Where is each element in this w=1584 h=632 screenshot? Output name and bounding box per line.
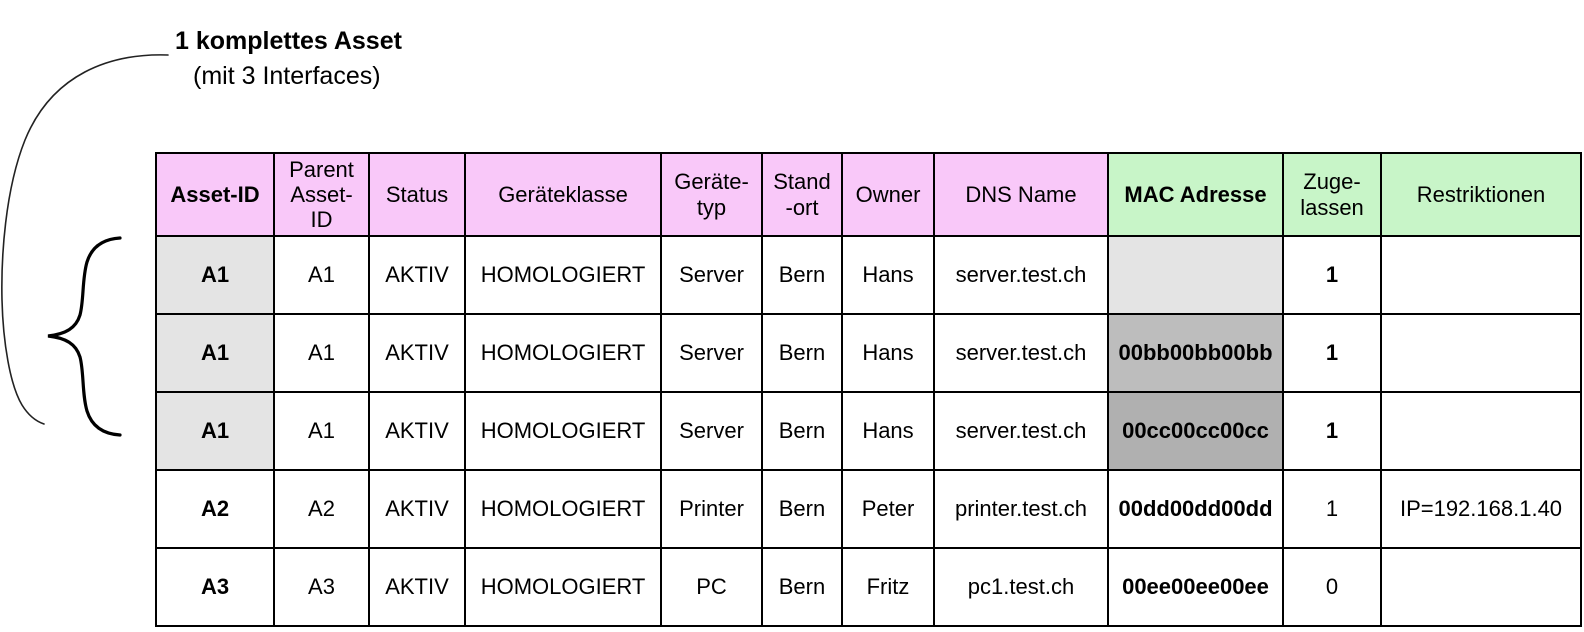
cell-asset_id[interactable]: A1 xyxy=(155,235,275,315)
cell-dns[interactable]: server.test.ch xyxy=(933,391,1109,471)
cell-mac[interactable]: 00cc00cc00cc xyxy=(1107,391,1284,471)
column-header-line: Status xyxy=(385,181,449,207)
cell-ort[interactable]: Bern xyxy=(761,391,843,471)
cell-restrikt[interactable] xyxy=(1380,235,1582,315)
column-header-mac[interactable]: MAC Adresse xyxy=(1107,152,1284,237)
cell-dns[interactable]: printer.test.ch xyxy=(933,469,1109,549)
cell-zugelassen[interactable]: 0 xyxy=(1282,547,1382,627)
column-header-line: Geräte- xyxy=(674,169,749,195)
column-header-typ[interactable]: Geräte-typ xyxy=(660,152,763,237)
column-header-line: Zuge- xyxy=(1303,169,1361,195)
cell-status[interactable]: AKTIV xyxy=(368,313,466,393)
cell-asset_id[interactable]: A1 xyxy=(155,391,275,471)
cell-asset_id[interactable]: A3 xyxy=(155,547,275,627)
column-header-dns[interactable]: DNS Name xyxy=(933,152,1109,237)
brace-group xyxy=(1,54,169,437)
cell-typ[interactable]: Printer xyxy=(660,469,763,549)
cell-status[interactable]: AKTIV xyxy=(368,547,466,627)
cell-zugelassen[interactable]: 1 xyxy=(1282,235,1382,315)
cell-mac[interactable]: 00dd00dd00dd xyxy=(1107,469,1284,549)
column-header-line: Stand xyxy=(773,169,831,195)
cell-parent_id[interactable]: A2 xyxy=(273,469,370,549)
cell-owner[interactable]: Hans xyxy=(841,391,935,471)
cell-mac[interactable]: 00ee00ee00ee xyxy=(1107,547,1284,627)
column-header-line: Owner xyxy=(855,181,921,207)
cell-zugelassen[interactable]: 1 xyxy=(1282,469,1382,549)
cell-klasse[interactable]: HOMOLOGIERT xyxy=(464,469,662,549)
column-header-owner[interactable]: Owner xyxy=(841,152,935,237)
annotation-block: 1 komplettes Asset (mit 3 Interfaces) xyxy=(175,26,595,91)
cell-zugelassen[interactable]: 1 xyxy=(1282,313,1382,393)
column-header-line: Parent xyxy=(289,156,354,182)
cell-typ[interactable]: Server xyxy=(660,313,763,393)
cell-restrikt[interactable]: IP=192.168.1.40 xyxy=(1380,469,1582,549)
cell-klasse[interactable]: HOMOLOGIERT xyxy=(464,547,662,627)
cell-zugelassen[interactable]: 1 xyxy=(1282,391,1382,471)
cell-status[interactable]: AKTIV xyxy=(368,469,466,549)
cell-mac[interactable] xyxy=(1107,235,1284,315)
column-header-restrikt[interactable]: Restriktionen xyxy=(1380,152,1582,237)
column-header-line: MAC Adresse xyxy=(1124,181,1267,207)
cell-restrikt[interactable] xyxy=(1380,313,1582,393)
curly-brace-icon-outer xyxy=(1,54,169,425)
cell-restrikt[interactable] xyxy=(1380,391,1582,471)
cell-typ[interactable]: Server xyxy=(660,235,763,315)
cell-parent_id[interactable]: A1 xyxy=(273,391,370,471)
annotation-title: 1 komplettes Asset xyxy=(175,27,402,55)
cell-parent_id[interactable]: A3 xyxy=(273,547,370,627)
column-header-line: ID xyxy=(310,207,333,233)
column-header-asset_id[interactable]: Asset-ID xyxy=(155,152,275,237)
column-header-line: lassen xyxy=(1300,194,1364,220)
cell-klasse[interactable]: HOMOLOGIERT xyxy=(464,391,662,471)
cell-dns[interactable]: server.test.ch xyxy=(933,313,1109,393)
column-header-line: -ort xyxy=(785,194,819,220)
column-header-klasse[interactable]: Geräteklasse xyxy=(464,152,662,237)
column-header-ort[interactable]: Stand-ort xyxy=(761,152,843,237)
cell-status[interactable]: AKTIV xyxy=(368,235,466,315)
column-header-line: Asset- xyxy=(290,181,353,207)
cell-ort[interactable]: Bern xyxy=(761,235,843,315)
cell-restrikt[interactable] xyxy=(1380,547,1582,627)
cell-ort[interactable]: Bern xyxy=(761,547,843,627)
cell-ort[interactable]: Bern xyxy=(761,313,843,393)
column-header-line: Restriktionen xyxy=(1416,181,1546,207)
cell-status[interactable]: AKTIV xyxy=(368,391,466,471)
cell-dns[interactable]: server.test.ch xyxy=(933,235,1109,315)
cell-dns[interactable]: pc1.test.ch xyxy=(933,547,1109,627)
cell-owner[interactable]: Fritz xyxy=(841,547,935,627)
cell-owner[interactable]: Hans xyxy=(841,235,935,315)
cell-klasse[interactable]: HOMOLOGIERT xyxy=(464,313,662,393)
cell-mac[interactable]: 00bb00bb00bb xyxy=(1107,313,1284,393)
annotation-subtitle: (mit 3 Interfaces) xyxy=(193,62,381,90)
cell-parent_id[interactable]: A1 xyxy=(273,313,370,393)
cell-typ[interactable]: PC xyxy=(660,547,763,627)
cell-asset_id[interactable]: A2 xyxy=(155,469,275,549)
cell-klasse[interactable]: HOMOLOGIERT xyxy=(464,235,662,315)
column-header-status[interactable]: Status xyxy=(368,152,466,237)
cell-owner[interactable]: Hans xyxy=(841,313,935,393)
column-header-line: typ xyxy=(696,194,727,220)
column-header-zugelassen[interactable]: Zuge-lassen xyxy=(1282,152,1382,237)
column-header-line: Geräteklasse xyxy=(498,181,628,207)
cell-typ[interactable]: Server xyxy=(660,391,763,471)
cell-ort[interactable]: Bern xyxy=(761,469,843,549)
cell-asset_id[interactable]: A1 xyxy=(155,313,275,393)
cell-owner[interactable]: Peter xyxy=(841,469,935,549)
curly-brace-icon-inner xyxy=(47,236,122,437)
cell-parent_id[interactable]: A1 xyxy=(273,235,370,315)
column-header-line: Asset-ID xyxy=(170,181,260,207)
column-header-line: DNS Name xyxy=(965,181,1077,207)
